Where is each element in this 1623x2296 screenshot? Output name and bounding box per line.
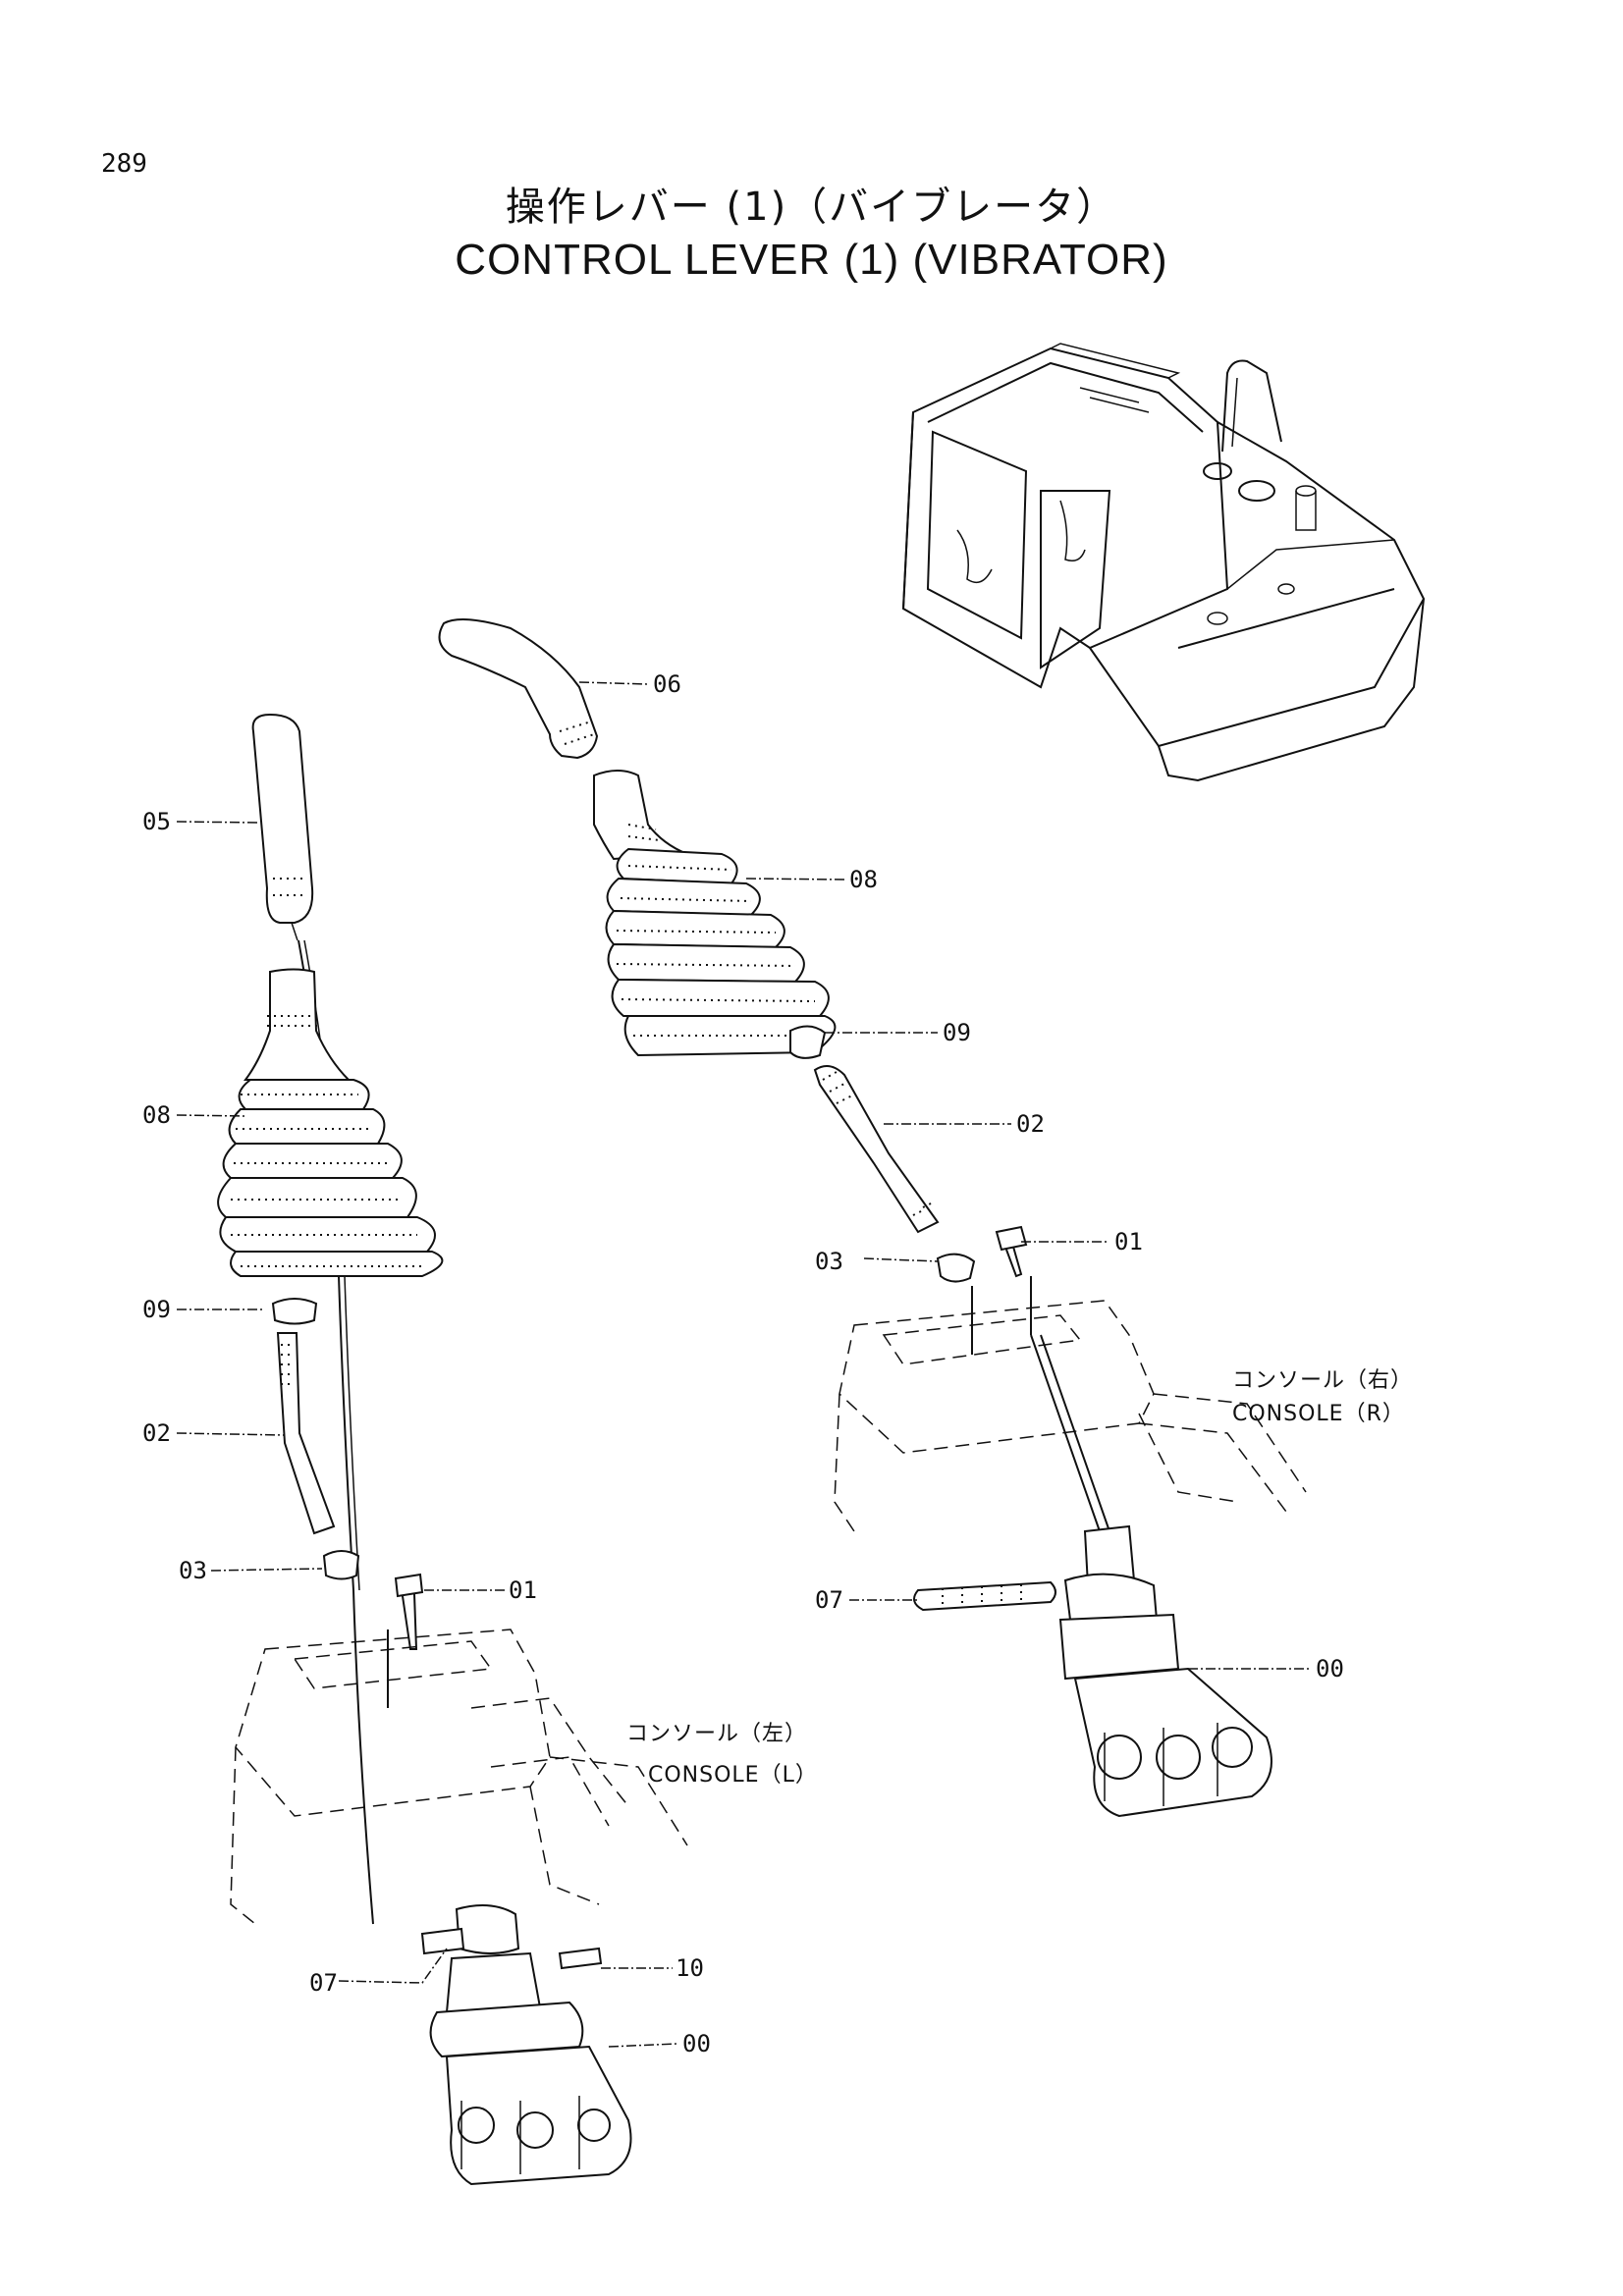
left-lever-assembly xyxy=(176,713,688,2186)
callout-right-07: 07 xyxy=(815,1586,843,1614)
right-lever-shaft xyxy=(813,1065,940,1234)
callout-right-08: 08 xyxy=(849,866,878,893)
callout-left-10: 10 xyxy=(676,1954,704,1982)
left-grip xyxy=(251,713,314,924)
left-pilot-valve xyxy=(420,1904,632,2186)
right-nut-09 xyxy=(789,1025,827,1059)
right-bolt-01 xyxy=(995,1225,1028,1278)
callout-left-05: 05 xyxy=(142,808,171,835)
left-boot xyxy=(217,968,444,1277)
right-boot xyxy=(593,770,837,1057)
left-console xyxy=(230,1629,688,1925)
left-nut-03 xyxy=(322,1550,360,1580)
page-title-japanese: 操作レバー (1)（バイブレータ） xyxy=(505,185,1118,230)
page-title-english: CONTROL LEVER (1) (VIBRATOR) xyxy=(455,236,1168,284)
callout-left-03: 03 xyxy=(179,1557,207,1584)
right-grip xyxy=(438,618,599,760)
left-nut-09 xyxy=(271,1298,318,1325)
left-bolt-01 xyxy=(394,1573,424,1650)
callout-right-01: 01 xyxy=(1114,1228,1143,1255)
right-nut-03 xyxy=(936,1253,976,1283)
console-left-label-en: CONSOLE（L） xyxy=(648,1763,818,1788)
callout-left-01: 01 xyxy=(509,1576,537,1604)
machine-overview-illustration xyxy=(901,343,1426,782)
callout-left-00: 00 xyxy=(682,2030,711,2057)
left-lever-shaft xyxy=(276,1332,336,1535)
right-pilot-valve xyxy=(913,1524,1272,1818)
right-console xyxy=(834,1276,1307,1532)
page-number: 289 xyxy=(101,149,147,179)
console-right-label-jp: コンソール（右） xyxy=(1232,1368,1413,1393)
callout-left-09: 09 xyxy=(142,1296,171,1323)
callout-right-06: 06 xyxy=(653,670,681,698)
callout-left-07: 07 xyxy=(309,1969,338,1997)
right-lever-assembly xyxy=(438,618,1311,1818)
callout-right-00: 00 xyxy=(1316,1655,1344,1682)
callout-left-08: 08 xyxy=(142,1101,171,1129)
console-left-label-jp: コンソール（左） xyxy=(626,1722,807,1746)
callout-left-02: 02 xyxy=(142,1419,171,1447)
callout-right-09: 09 xyxy=(943,1019,971,1046)
callout-labels: 05 08 09 02 03 01 07 10 00 06 08 09 02 0… xyxy=(142,670,1413,2057)
console-right-label-en: CONSOLE（R） xyxy=(1232,1402,1405,1426)
right-bolt-07 xyxy=(913,1580,1056,1612)
callout-right-02: 02 xyxy=(1016,1110,1045,1138)
callout-right-03: 03 xyxy=(815,1248,843,1275)
